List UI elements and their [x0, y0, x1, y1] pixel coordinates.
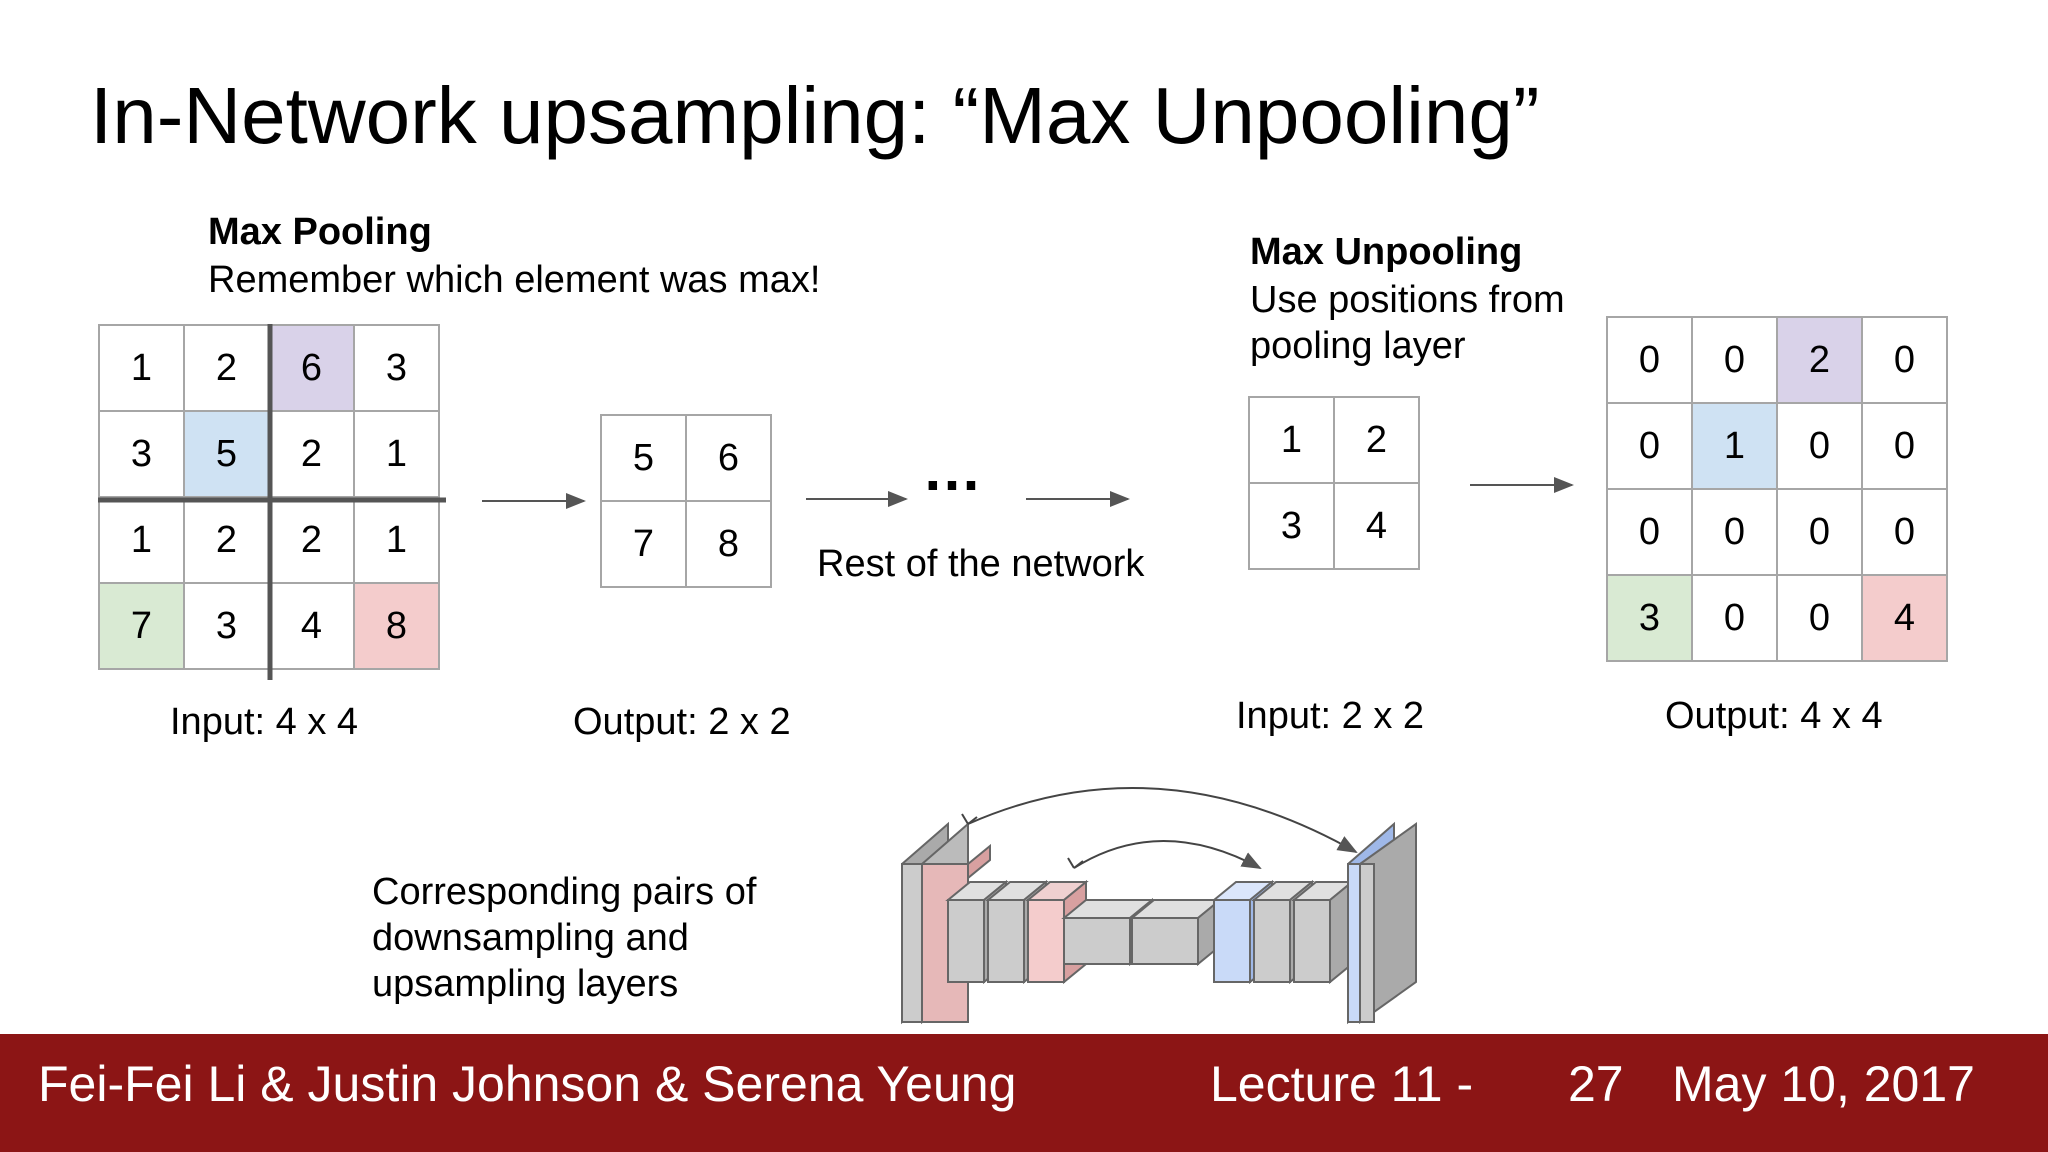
grid-cell: 0: [1861, 488, 1948, 576]
footer-authors: Fei-Fei Li & Justin Johnson & Serena Yeu…: [38, 1056, 1017, 1112]
slide-title: In-Network upsampling: “Max Unpooling”: [90, 71, 1540, 160]
grid-cell: 1: [353, 410, 440, 498]
unpooling-output-label: Output: 4 x 4: [1665, 695, 1883, 737]
grid-cell: 0: [1606, 488, 1693, 576]
ellipsis: …: [922, 436, 982, 503]
max-unpooling-subtitle-line1: Use positions from: [1250, 279, 1565, 321]
grid-cell-max: 7: [98, 582, 185, 670]
unpooling-input-grid: 1 2 3 4: [1248, 396, 1420, 570]
footer-bar: [0, 1034, 2048, 1152]
pairs-note-line2: downsampling and: [372, 917, 689, 959]
max-unpooling-heading: Max Unpooling: [1250, 231, 1523, 273]
footer-lecture: Lecture 11 -: [1210, 1056, 1474, 1112]
pooling-input-label: Input: 4 x 4: [170, 701, 359, 743]
grid-cell: 0: [1691, 488, 1778, 576]
footer-page-number: 27: [1568, 1056, 1624, 1112]
grid-cell: 0: [1606, 402, 1693, 490]
grid-cell: 0: [1691, 316, 1778, 404]
grid-cell: 4: [1333, 482, 1420, 570]
unpooling-input-label: Input: 2 x 2: [1236, 695, 1425, 737]
grid-cell: 2: [268, 496, 355, 584]
pooling-input-grid: 1 2 6 3 3 5 2 1 1 2 2 1 7 3 4 8: [98, 324, 440, 670]
grid-cell: 2: [1333, 396, 1420, 484]
upsampling-layer-blue: [1213, 899, 1251, 983]
footer-date: May 10, 2017: [1672, 1056, 1975, 1112]
grid-cell: 7: [600, 500, 687, 588]
downsampling-layer-pink: [1027, 899, 1065, 983]
grid-cell-max: 6: [268, 324, 355, 412]
max-unpooling-subtitle-line2: pooling layer: [1250, 325, 1466, 367]
grid-cell: 3: [98, 410, 185, 498]
grid-cell-restored: 2: [1776, 316, 1863, 404]
grid-cell: 2: [183, 324, 270, 412]
grid-cell: 3: [1248, 482, 1335, 570]
grid-cell: 2: [183, 496, 270, 584]
grid-cell: 0: [1776, 574, 1863, 662]
grid-cell: 1: [353, 496, 440, 584]
grid-cell: 0: [1606, 316, 1693, 404]
grid-cell: 5: [600, 414, 687, 502]
encoder-decoder-network-diagram: [901, 787, 1417, 1025]
grid-cell: 0: [1776, 488, 1863, 576]
skip-connection-arc: [1073, 840, 1262, 869]
grid-cell: 8: [685, 500, 772, 588]
grid-cell-restored: 3: [1606, 574, 1693, 662]
grid-cell: 0: [1861, 402, 1948, 490]
pooling-output-grid: 5 6 7 8: [600, 414, 772, 588]
pairs-note-line3: upsampling layers: [372, 963, 679, 1005]
pairs-note-line1: Corresponding pairs of: [372, 871, 757, 913]
grid-cell: 1: [98, 496, 185, 584]
grid-cell: 3: [353, 324, 440, 412]
grid-cell: 6: [685, 414, 772, 502]
max-pooling-heading: Max Pooling: [208, 211, 432, 253]
pooling-output-label: Output: 2 x 2: [573, 701, 791, 743]
grid-cell: 1: [1248, 396, 1335, 484]
rest-of-network-label: Rest of the network: [817, 543, 1145, 585]
grid-cell-max: 5: [183, 410, 270, 498]
unpooling-output-grid: 0 0 2 0 0 1 0 0 0 0 0 0 3 0 0 4: [1606, 316, 1948, 662]
max-pooling-subtitle: Remember which element was max!: [208, 259, 821, 301]
grid-cell: 1: [98, 324, 185, 412]
grid-cell: 0: [1691, 574, 1778, 662]
grid-cell: 0: [1861, 316, 1948, 404]
grid-cell-max: 8: [353, 582, 440, 670]
upsampling-layer-blue: [1347, 863, 1361, 1023]
grid-cell: 3: [183, 582, 270, 670]
grid-cell-restored: 4: [1861, 574, 1948, 662]
grid-cell: 0: [1776, 402, 1863, 490]
skip-connection-arc: [967, 787, 1358, 853]
grid-cell-restored: 1: [1691, 402, 1778, 490]
